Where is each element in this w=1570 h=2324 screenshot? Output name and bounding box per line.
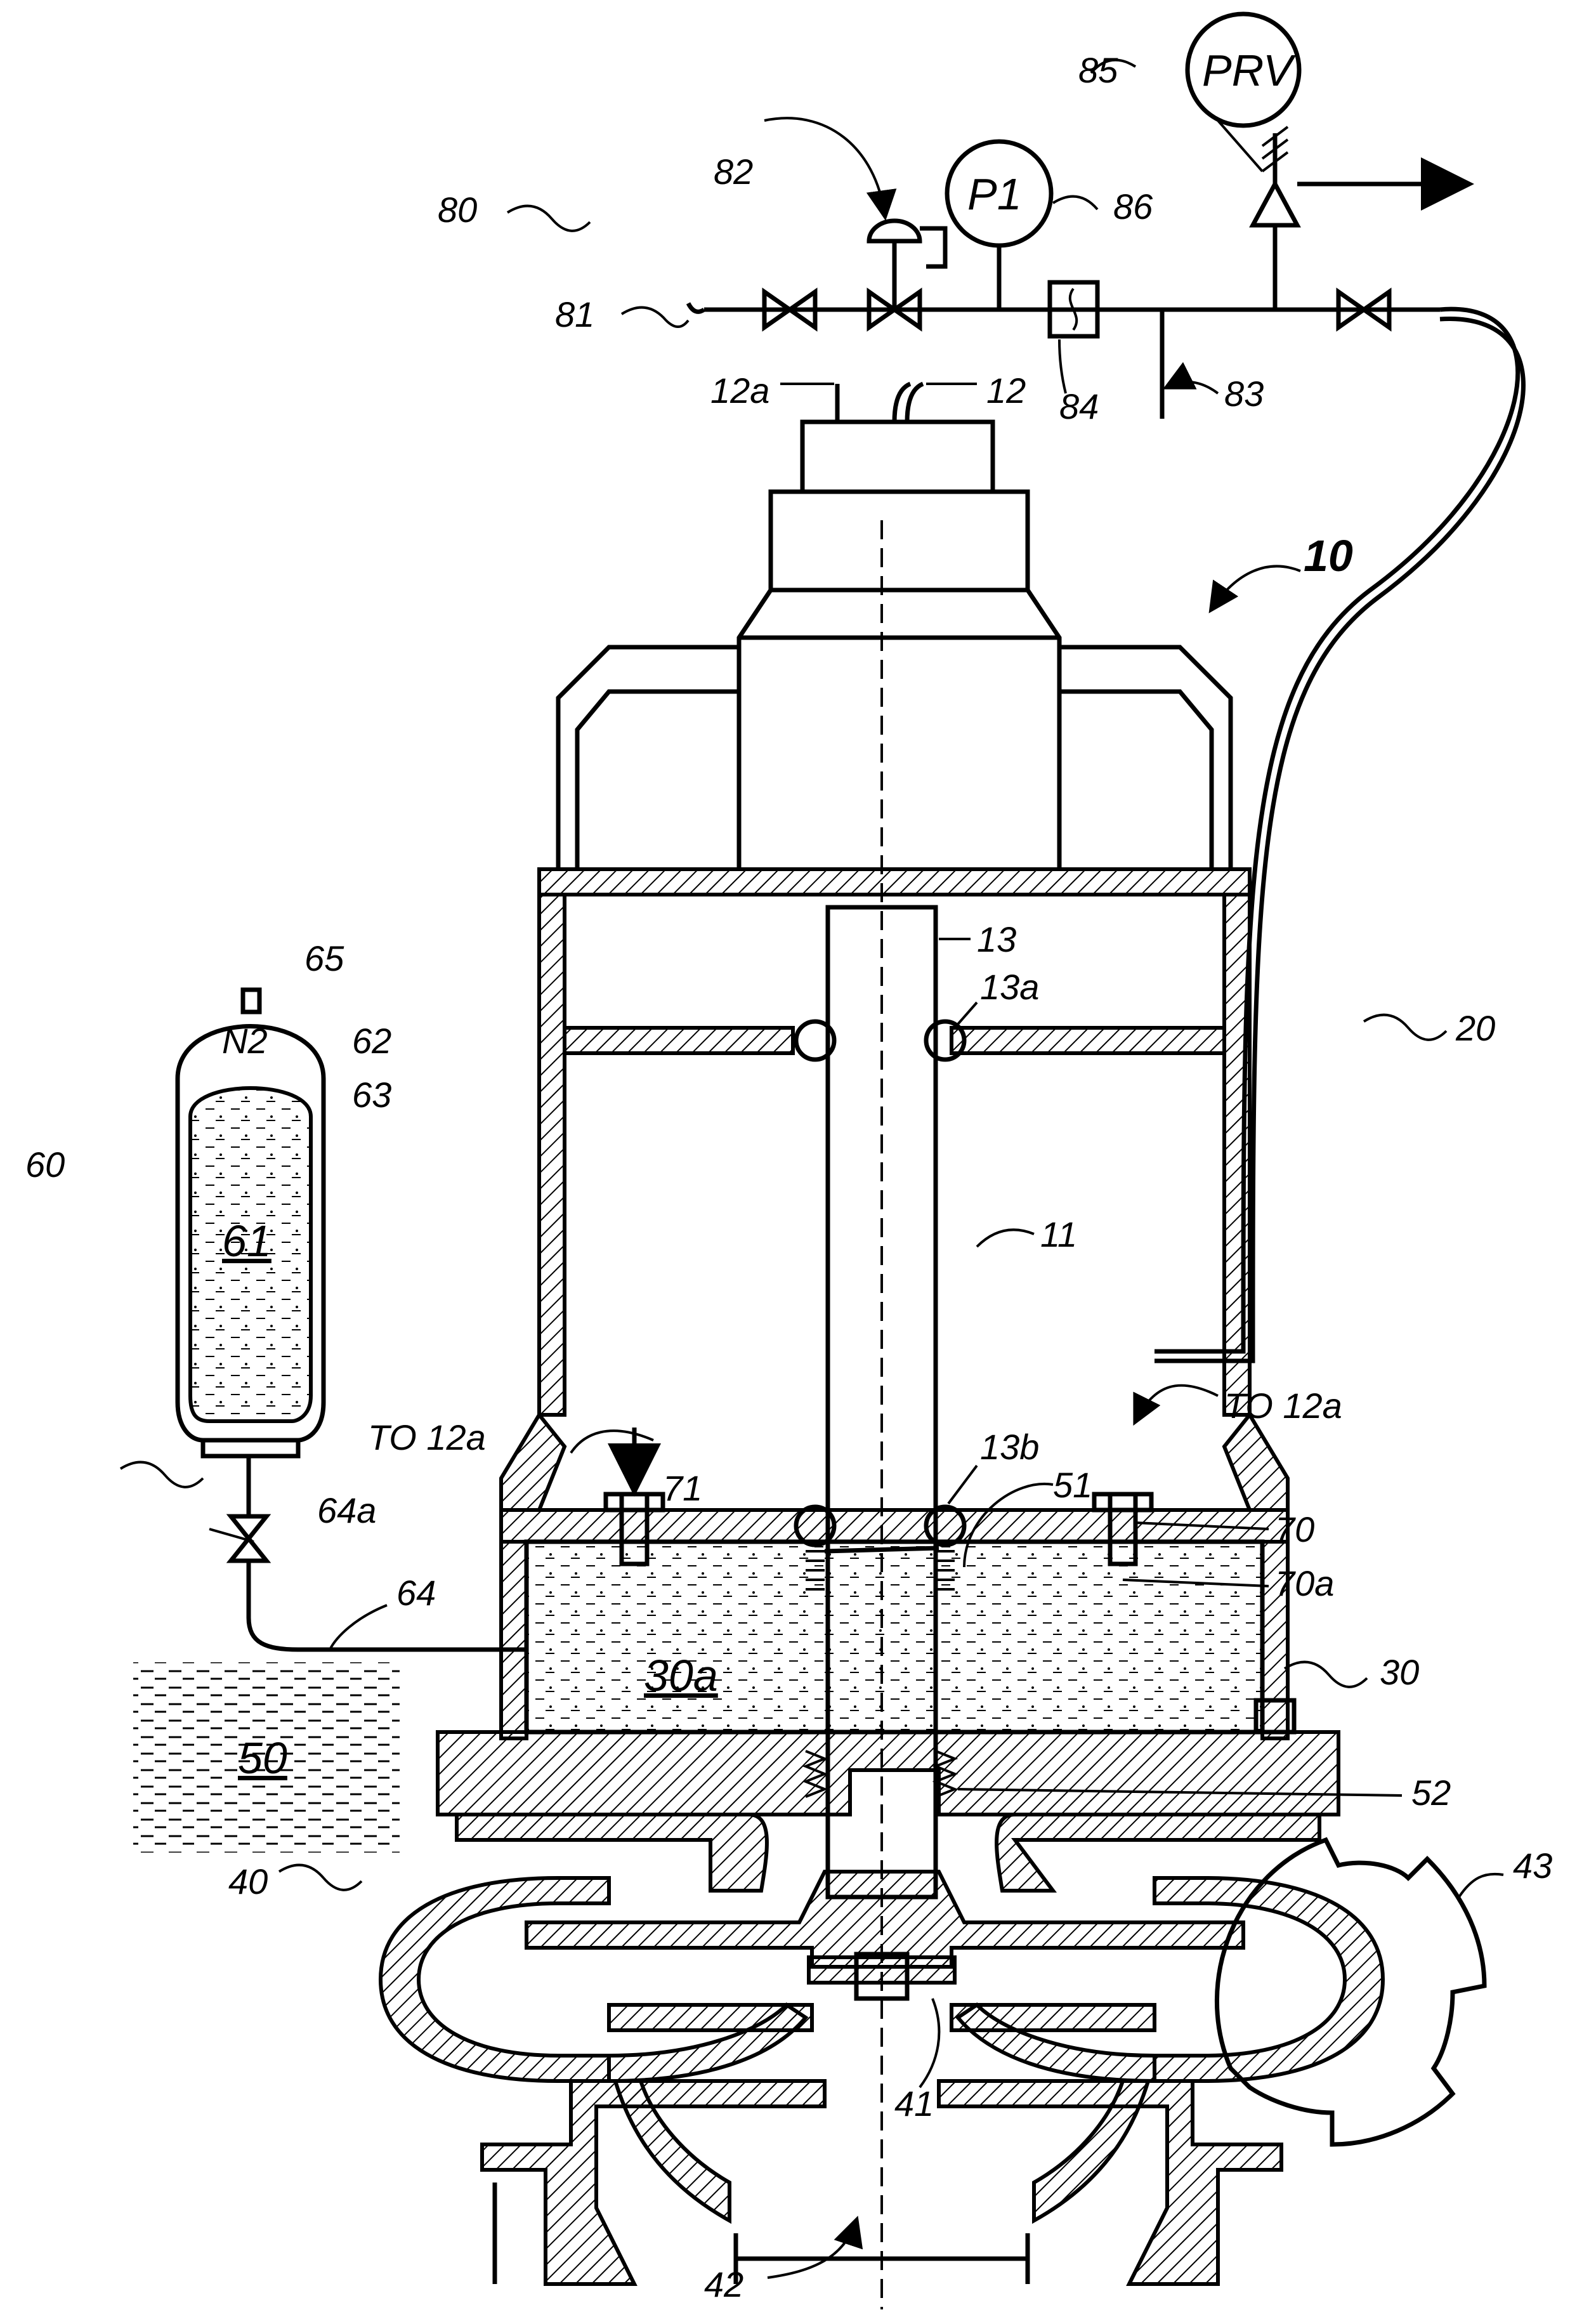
label-to-12a-right: TO 12a bbox=[1224, 1386, 1342, 1426]
oil-chamber-30a bbox=[524, 1539, 1265, 1735]
control-valve-icon bbox=[867, 218, 948, 332]
label-41: 41 bbox=[894, 2084, 934, 2124]
label-13b: 13b bbox=[980, 1427, 1039, 1467]
label-61: 61 bbox=[222, 1216, 271, 1266]
label-64a: 64a bbox=[317, 1490, 376, 1530]
leader-lines bbox=[119, 58, 1504, 2279]
label-81: 81 bbox=[555, 294, 594, 334]
label-86: 86 bbox=[1113, 187, 1153, 226]
label-11: 11 bbox=[1040, 1214, 1077, 1254]
strainer-43 bbox=[1215, 1837, 1487, 2147]
reference-labels: 80 82 85 86 81 12a 12 84 83 10 13 13a 65… bbox=[25, 50, 1552, 2304]
valve-icon bbox=[762, 287, 818, 332]
label-63: 63 bbox=[352, 1075, 391, 1115]
pressure-gauge-icon: P1 bbox=[945, 139, 1054, 310]
label-42: 42 bbox=[704, 2264, 743, 2304]
valve-icon bbox=[226, 1514, 271, 1563]
pressure-relief-valve-icon: PRV bbox=[1185, 11, 1474, 310]
liquid-50 bbox=[133, 1662, 400, 1853]
hose-20 bbox=[1155, 306, 1521, 1354]
cable-entry bbox=[800, 419, 995, 494]
label-51: 51 bbox=[1053, 1465, 1092, 1505]
piping-system-80: P1 PRV bbox=[686, 11, 1526, 1363]
label-30: 30 bbox=[1380, 1652, 1419, 1692]
label-p1: P1 bbox=[967, 169, 1022, 219]
label-12a: 12a bbox=[710, 371, 769, 410]
label-prv: PRV bbox=[1202, 46, 1297, 95]
label-13a: 13a bbox=[980, 967, 1039, 1007]
label-20: 20 bbox=[1455, 1008, 1495, 1048]
label-52: 52 bbox=[1411, 1773, 1451, 1813]
pump-volute-40 bbox=[378, 1813, 1487, 2286]
label-n2: N2 bbox=[222, 1021, 268, 1061]
label-12: 12 bbox=[986, 371, 1026, 410]
label-43: 43 bbox=[1513, 1846, 1552, 1886]
label-30a: 30a bbox=[644, 1651, 718, 1700]
label-82: 82 bbox=[714, 152, 753, 192]
label-70: 70 bbox=[1275, 1509, 1314, 1549]
accumulator-60 bbox=[175, 987, 527, 1652]
valve-icon bbox=[1336, 287, 1392, 332]
label-40: 40 bbox=[228, 1861, 268, 1901]
label-10: 10 bbox=[1304, 531, 1353, 581]
label-83: 83 bbox=[1224, 374, 1264, 414]
pump-10 bbox=[436, 381, 1340, 2309]
label-65: 65 bbox=[304, 938, 344, 978]
label-80: 80 bbox=[438, 190, 477, 230]
label-70a: 70a bbox=[1275, 1563, 1334, 1603]
label-60: 60 bbox=[25, 1145, 65, 1185]
label-to-12a-left: TO 12a bbox=[368, 1417, 486, 1457]
label-50: 50 bbox=[238, 1733, 287, 1783]
label-85: 85 bbox=[1078, 50, 1118, 90]
label-71: 71 bbox=[663, 1468, 702, 1508]
label-13: 13 bbox=[977, 919, 1016, 959]
flow-meter-icon bbox=[1047, 280, 1100, 339]
label-64: 64 bbox=[396, 1573, 436, 1613]
label-84: 84 bbox=[1059, 386, 1099, 426]
label-62: 62 bbox=[352, 1021, 391, 1061]
